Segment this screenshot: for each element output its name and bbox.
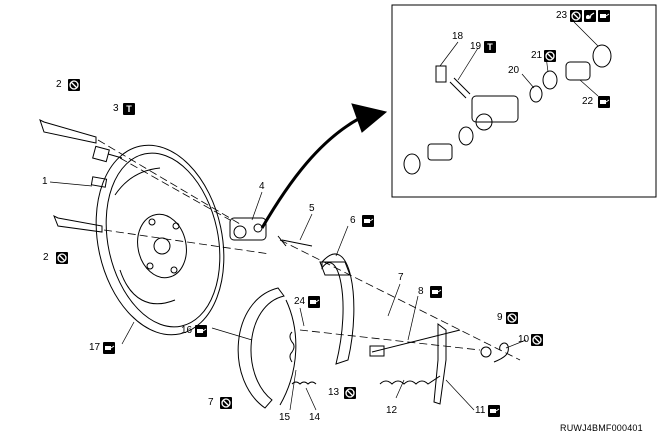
clip-10 (493, 342, 509, 363)
inset-cup-21 (542, 70, 558, 90)
bleeder-bolt-3 (92, 145, 123, 163)
callout-20: 20 (508, 65, 520, 76)
stud-1 (90, 176, 108, 188)
callout-23: 23 (556, 10, 568, 21)
callout-19: 19 (470, 41, 482, 52)
callout-2-bottom: 2 (43, 252, 49, 263)
callout-6: 6 (350, 215, 356, 226)
no-reuse-icon (531, 334, 543, 346)
inset-piston-left (427, 143, 453, 161)
no-reuse-icon (344, 387, 356, 399)
washer-9 (480, 346, 492, 358)
adjuster-assembly (369, 329, 461, 357)
inset-cup-left (458, 126, 474, 146)
detail-arrow (260, 116, 361, 229)
detail-arrow-head (351, 103, 388, 133)
grease-icon (488, 405, 500, 417)
no-reuse-icon (68, 79, 80, 91)
no-reuse-icon (220, 397, 232, 409)
no-reuse-icon (544, 50, 556, 62)
callout-13: 13 (328, 387, 340, 398)
torque-icon: T (484, 41, 496, 53)
callout-leaders (49, 21, 599, 411)
callout-17: 17 (89, 342, 101, 353)
grease-icon (598, 10, 610, 22)
callout-4: 4 (259, 181, 265, 192)
assembly-centerlines (97, 139, 521, 361)
callout-1: 1 (42, 176, 48, 187)
brake-shoe-rear (319, 253, 355, 365)
no-reuse-icon (506, 312, 518, 324)
parking-brake-lever (433, 323, 447, 405)
wheel-cylinder-inset-box (391, 4, 657, 198)
inset-bleeder-plug-18 (435, 65, 447, 83)
grease-icon (362, 215, 374, 227)
callout-5: 5 (309, 203, 315, 214)
inset-boot-left (403, 153, 421, 175)
callout-7-left: 7 (208, 397, 214, 408)
callout-16: 16 (181, 325, 193, 336)
callout-10: 10 (518, 334, 530, 345)
brake-shoe-front (237, 287, 297, 409)
callout-18: 18 (452, 31, 464, 42)
backing-plate (95, 144, 225, 336)
callout-24: 24 (294, 296, 306, 307)
inset-cylinder-body (471, 95, 519, 131)
grease-icon (598, 96, 610, 108)
inset-spring-20 (529, 85, 543, 103)
spring-15 (289, 331, 295, 363)
bolt-2-bottom (53, 214, 103, 233)
no-reuse-icon (570, 10, 582, 22)
callout-9: 9 (497, 312, 503, 323)
grease-icon (195, 325, 207, 337)
callout-21: 21 (531, 50, 543, 61)
grease-icon (430, 286, 442, 298)
spring-14 (291, 381, 317, 385)
diagram-code: RUWJ4BMF000401 (560, 423, 643, 433)
callout-11: 11 (475, 405, 486, 416)
callout-8: 8 (418, 286, 424, 297)
callout-7-right: 7 (398, 272, 404, 283)
callout-3: 3 (113, 103, 119, 114)
torque-icon: T (123, 103, 135, 115)
callout-22: 22 (582, 96, 594, 107)
return-spring-12 (379, 375, 441, 385)
oil-can-icon (584, 10, 596, 22)
wheel-cylinder-assembly (229, 217, 267, 241)
grease-icon (308, 296, 320, 308)
callout-15: 15 (279, 412, 291, 423)
inset-piston-22 (565, 61, 591, 81)
no-reuse-icon (56, 252, 68, 264)
callout-14: 14 (309, 412, 321, 423)
callout-2-top: 2 (56, 79, 62, 90)
inset-boot-23 (592, 44, 612, 68)
shoe-hold-pin (277, 235, 313, 247)
grease-icon (103, 342, 115, 354)
bolt-2-top (39, 119, 97, 144)
callout-12: 12 (386, 405, 398, 416)
inset-bleeder-screw-19 (449, 77, 471, 99)
